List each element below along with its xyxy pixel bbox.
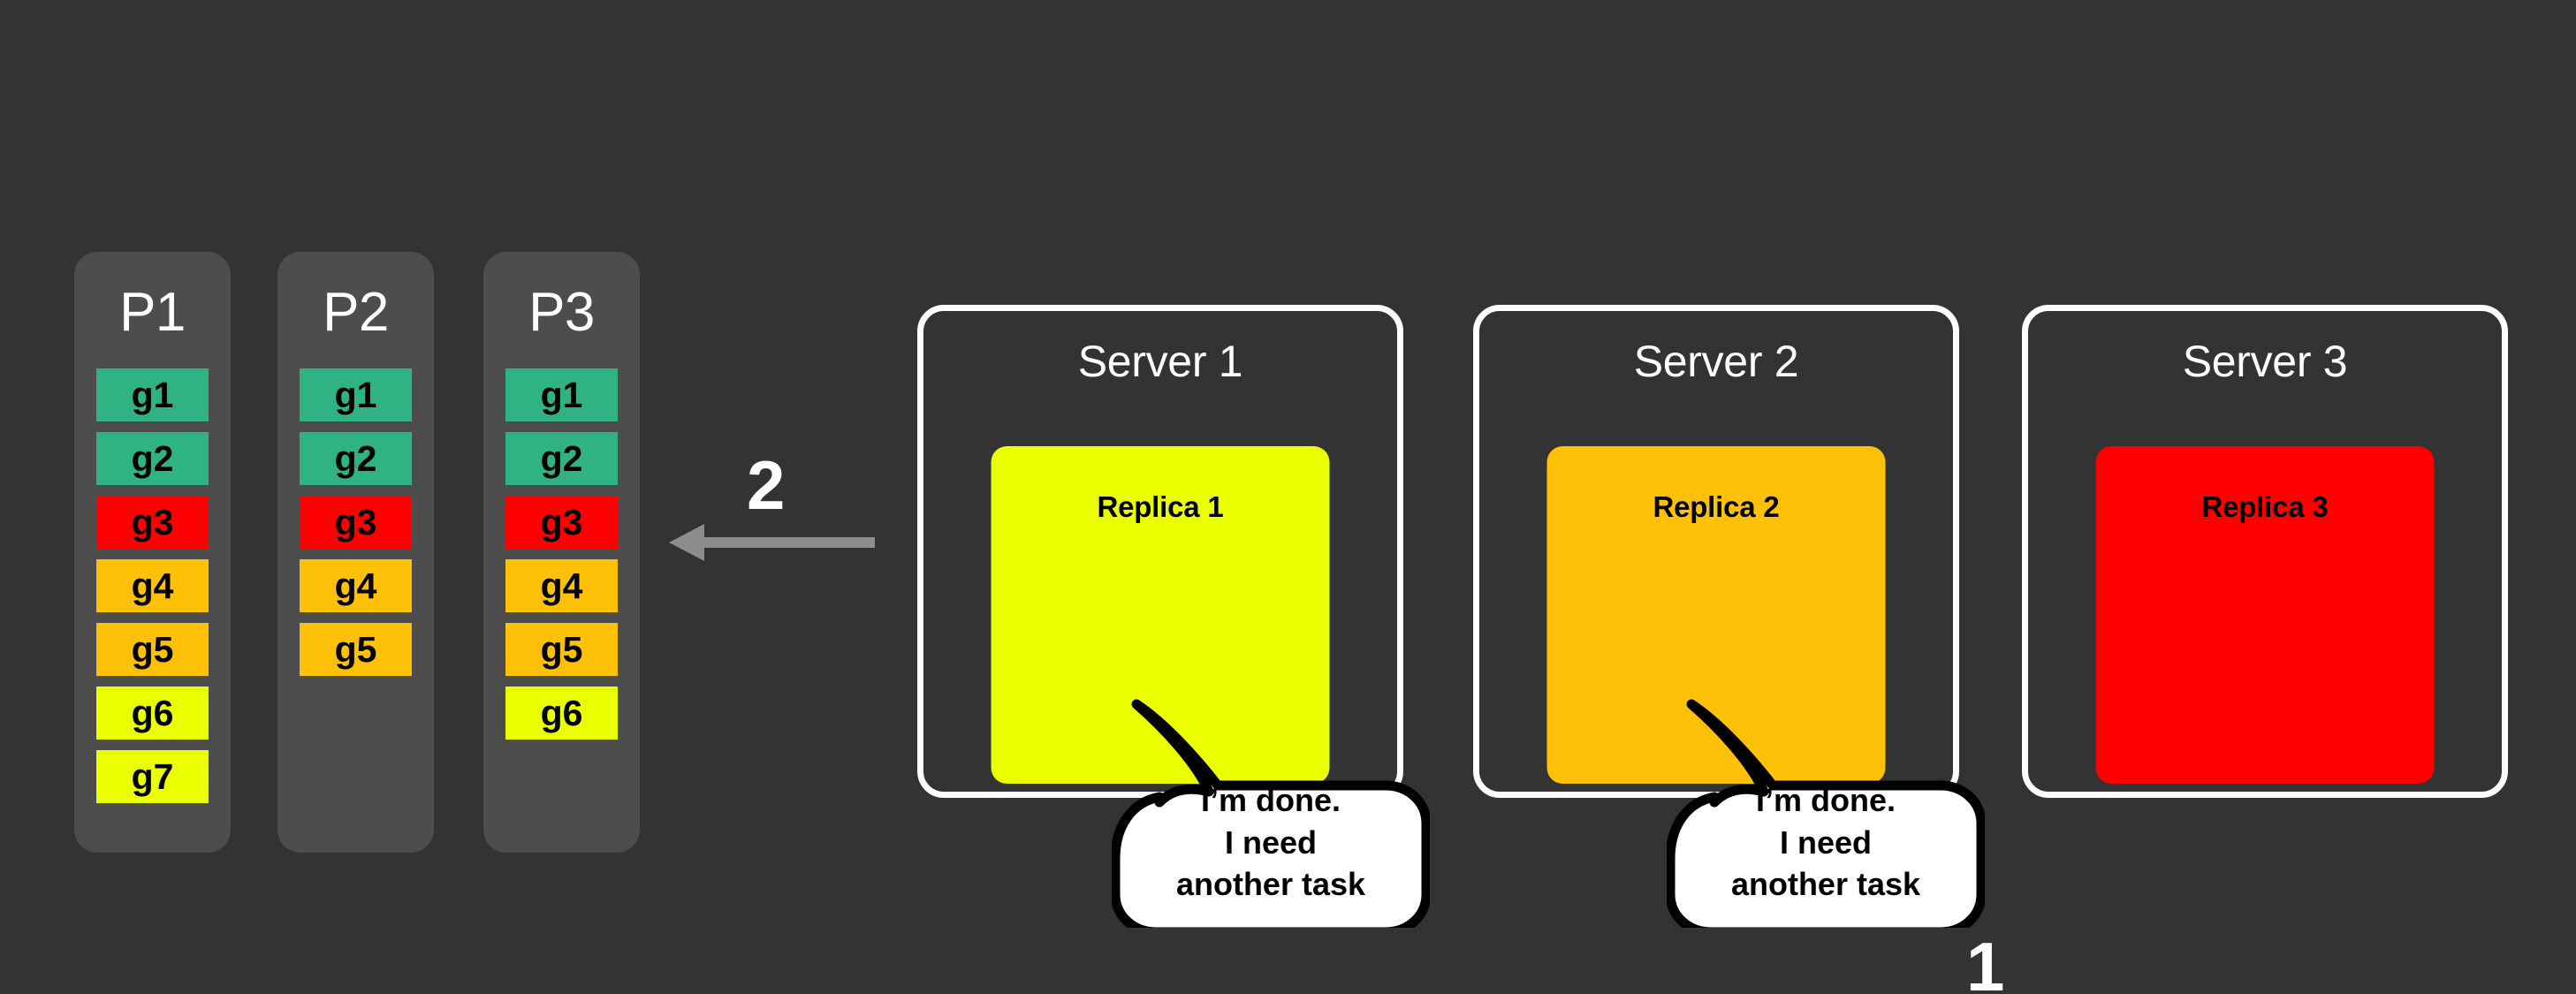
group-list: g1 g2 g3 g4 g5 g6 — [483, 368, 640, 740]
server-title: Server 3 — [2182, 337, 2348, 386]
group-label: g4 — [540, 565, 583, 606]
flow-arrow-left — [667, 521, 875, 564]
group-block[interactable]: g5 — [300, 623, 412, 676]
group-label: g6 — [131, 692, 174, 733]
group-label: g1 — [334, 374, 377, 415]
group-block[interactable]: g4 — [96, 559, 209, 612]
group-block[interactable]: g6 — [505, 687, 618, 740]
group-label: g5 — [540, 628, 583, 670]
group-label: g7 — [131, 755, 174, 797]
group-block[interactable]: g7 — [96, 750, 209, 803]
group-label: g2 — [334, 437, 377, 479]
group-block[interactable]: g1 — [96, 368, 209, 421]
group-block[interactable]: g2 — [96, 432, 209, 485]
group-label: g1 — [540, 374, 583, 415]
group-label: g2 — [131, 437, 174, 479]
group-block[interactable]: g3 — [300, 496, 412, 549]
replica-label: Replica 3 — [2201, 490, 2329, 523]
group-block[interactable]: g1 — [505, 368, 618, 421]
group-block[interactable]: g4 — [505, 559, 618, 612]
partition-title: P3 — [528, 282, 595, 343]
group-label: g2 — [540, 437, 583, 479]
group-label: g3 — [131, 501, 174, 543]
group-label: g4 — [131, 565, 174, 606]
server-box-2: Server 2 Replica 2 — [1473, 305, 1959, 798]
speech-bubble-shape — [1112, 699, 1430, 928]
partition-column-p1: P1 g1 g2 g3 g4 g5 g6 g7 — [74, 252, 231, 853]
arrow-left-icon — [669, 524, 875, 561]
group-block[interactable]: g5 — [96, 623, 209, 676]
group-label: g5 — [131, 628, 174, 670]
group-block[interactable]: g4 — [300, 559, 412, 612]
server-box-3: Server 3 Replica 3 — [2022, 305, 2508, 798]
group-label: g6 — [540, 692, 583, 733]
speech-bubble-shape — [1667, 699, 1985, 928]
group-block[interactable]: g3 — [96, 496, 209, 549]
partition-column-p3: P3 g1 g2 g3 g4 g5 g6 — [483, 252, 640, 853]
group-label: g1 — [131, 374, 174, 415]
group-label: g4 — [334, 565, 377, 606]
group-label: g3 — [334, 501, 377, 543]
group-list: g1 g2 g3 g4 g5 g6 g7 — [74, 368, 231, 803]
partition-column-p2: P2 g1 g2 g3 g4 g5 — [277, 252, 434, 853]
step-number-1: 1 — [1966, 928, 2005, 994]
partition-title: P2 — [323, 282, 389, 343]
group-block[interactable]: g1 — [300, 368, 412, 421]
speech-bubble-server-1: I’m done. I need another task — [1112, 698, 1430, 928]
replica-label: Replica 1 — [1097, 490, 1224, 523]
speech-bubble-server-2: I’m done. I need another task — [1667, 698, 1985, 928]
group-block[interactable]: g6 — [96, 687, 209, 740]
replica-box[interactable]: Replica 3 — [2095, 446, 2435, 784]
group-block[interactable]: g3 — [505, 496, 618, 549]
replica-label: Replica 2 — [1653, 490, 1780, 523]
group-block[interactable]: g5 — [505, 623, 618, 676]
group-label: g3 — [540, 501, 583, 543]
group-block[interactable]: g2 — [505, 432, 618, 485]
group-block[interactable]: g2 — [300, 432, 412, 485]
step-number-2: 2 — [747, 446, 786, 524]
group-list: g1 g2 g3 g4 g5 — [277, 368, 434, 676]
server-title: Server 1 — [1077, 337, 1243, 386]
partition-title: P1 — [119, 282, 186, 343]
group-label: g5 — [334, 628, 377, 670]
server-title: Server 2 — [1633, 337, 1799, 386]
